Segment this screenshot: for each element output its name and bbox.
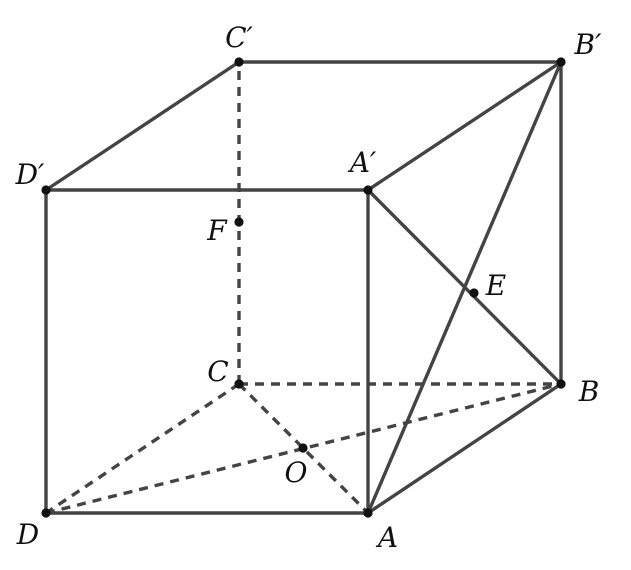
point-b	[556, 379, 566, 389]
point-d	[41, 508, 51, 518]
segment-a1-b1	[366, 60, 563, 192]
label-a1: A′	[347, 146, 377, 179]
point-c1	[234, 57, 244, 67]
label-b1: B′	[574, 28, 603, 61]
point-e	[469, 288, 479, 298]
point-a	[363, 508, 373, 518]
point-b1	[556, 57, 566, 67]
segment-d-b	[45, 382, 562, 515]
label-b: B	[578, 375, 600, 408]
label-c1: C′	[225, 21, 253, 54]
label-d1: D′	[15, 158, 45, 191]
points-layer	[41, 57, 566, 518]
label-c: C	[207, 355, 228, 388]
label-e: E	[485, 269, 506, 302]
point-f	[234, 217, 244, 227]
point-d1	[41, 185, 51, 195]
labels-layer: A B C D A′ B′ C′ D′ O E F	[15, 21, 603, 554]
point-a1	[363, 185, 373, 195]
segment-c-a	[237, 382, 370, 515]
segment-a-b1	[366, 60, 563, 515]
label-f: F	[206, 214, 228, 247]
label-a: A	[375, 521, 398, 554]
label-o: O	[285, 456, 308, 489]
label-d: D	[16, 518, 39, 551]
segment-c-d	[45, 382, 240, 515]
segment-c1-d1	[44, 60, 241, 192]
point-c	[234, 379, 244, 389]
point-o	[298, 443, 308, 453]
segment-a-b	[366, 382, 563, 515]
